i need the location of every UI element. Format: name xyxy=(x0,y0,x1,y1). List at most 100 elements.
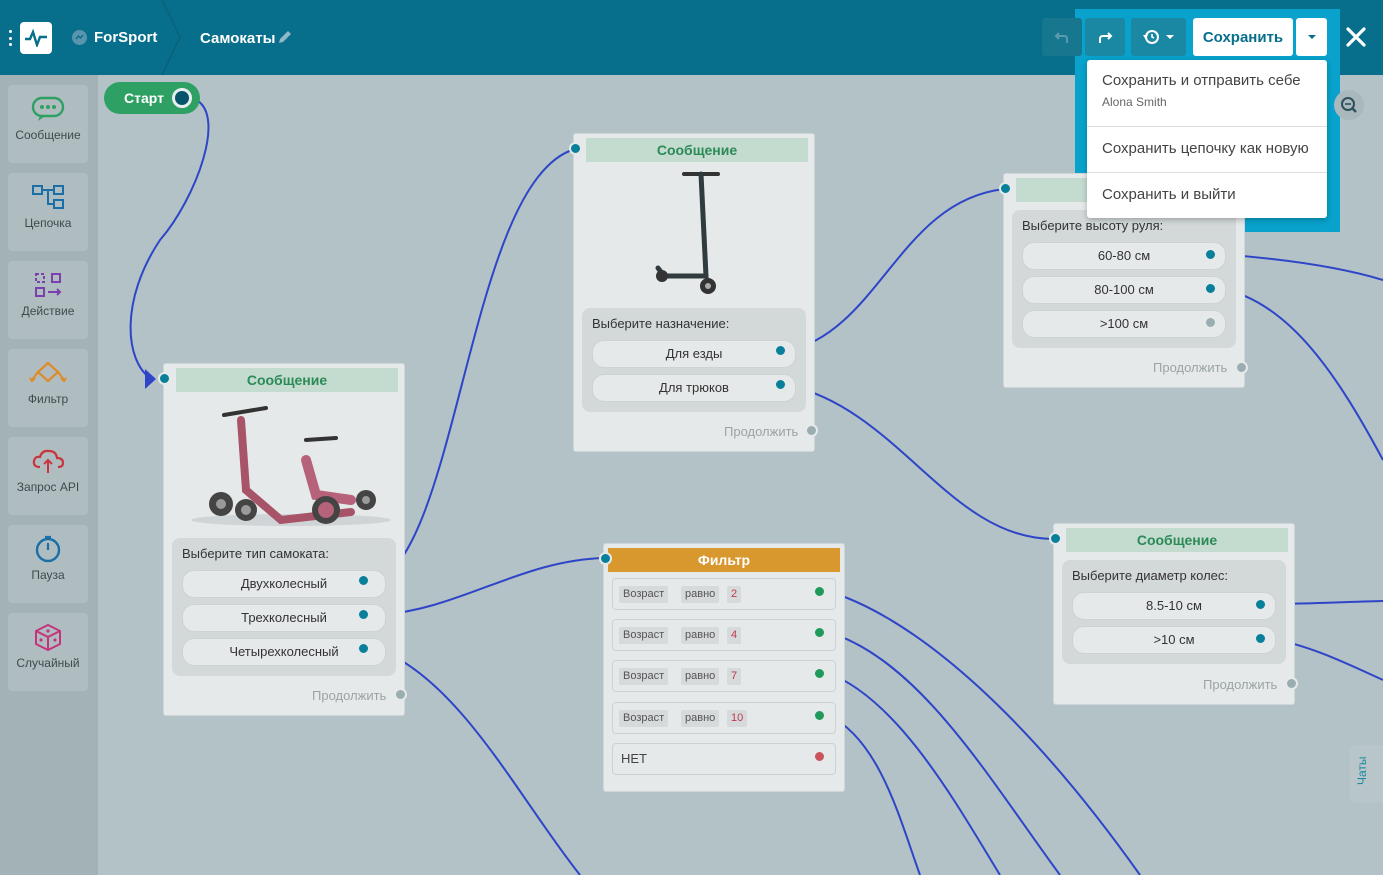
tool-label: Действие xyxy=(21,304,75,318)
question-label: Выберите тип самоката: xyxy=(182,546,330,561)
message-node-scooter-type[interactable]: Сообщение Выберите тип самоката: Двухкол… xyxy=(158,363,407,716)
save-button[interactable]: Сохранить xyxy=(1193,18,1293,56)
menu-divider xyxy=(1087,126,1327,127)
filter-condition-row[interactable]: Возраст равно 2 xyxy=(612,578,836,610)
menu-item-sublabel: Alona Smith xyxy=(1102,95,1167,109)
option-button[interactable]: Трехколесный xyxy=(182,604,386,632)
filter-condition-row[interactable]: Возраст равно 7 xyxy=(612,660,836,692)
option-port[interactable] xyxy=(357,608,370,621)
option-button[interactable]: 80-100 см xyxy=(1022,276,1226,304)
tool-random[interactable]: Случайный xyxy=(8,613,88,691)
continue-port[interactable] xyxy=(1235,361,1248,374)
option-port[interactable] xyxy=(1204,282,1217,295)
menu-item-save-and-exit[interactable]: Сохранить и выйти xyxy=(1102,186,1236,203)
menu-dots-icon[interactable] xyxy=(8,30,12,46)
tool-api-request[interactable]: Запрос API xyxy=(8,437,88,515)
tool-filter[interactable]: Фильтр xyxy=(8,349,88,427)
tool-message[interactable]: Сообщение xyxy=(8,85,88,163)
option-port[interactable] xyxy=(774,344,787,357)
search-icon xyxy=(1341,97,1357,113)
continue-label: Продолжить xyxy=(724,424,799,439)
history-button[interactable] xyxy=(1131,18,1186,56)
option-button[interactable]: Двухколесный xyxy=(182,570,386,598)
input-port[interactable] xyxy=(569,142,582,155)
option-button[interactable]: >10 см xyxy=(1072,626,1276,654)
option-port[interactable] xyxy=(1204,248,1217,261)
breadcrumb-separator xyxy=(161,0,181,75)
message-node-wheel-diameter[interactable]: Сообщение Выберите диаметр колес: 8.5-10… xyxy=(1049,523,1298,705)
continue-port[interactable] xyxy=(394,688,407,701)
option-port[interactable] xyxy=(1254,632,1267,645)
option-button[interactable]: 60-80 см xyxy=(1022,242,1226,270)
undo-button[interactable] xyxy=(1042,18,1082,56)
input-port[interactable] xyxy=(999,182,1012,195)
filter-condition-row[interactable]: Возраст равно 4 xyxy=(612,619,836,651)
arrow-into-node1 xyxy=(145,369,156,389)
close-icon[interactable] xyxy=(1343,24,1369,50)
zoom-search-button[interactable] xyxy=(1334,90,1364,120)
node-title: Сообщение xyxy=(1066,528,1288,552)
condition-field: Возраст xyxy=(619,627,669,644)
tool-label: Запрос API xyxy=(16,480,80,494)
edge-start-node1 xyxy=(129,97,210,379)
condition-value: 2 xyxy=(727,586,742,603)
chain-icon xyxy=(32,185,64,209)
save-options-menu: Сохранить и отправить себе Alona Smith С… xyxy=(1087,60,1327,218)
tool-pause[interactable]: Пауза xyxy=(8,525,88,603)
continue-port[interactable] xyxy=(805,424,818,437)
edge-node2-node4 xyxy=(787,384,1056,541)
continue-label: Продолжить xyxy=(1203,677,1278,692)
continue-label: Продолжить xyxy=(312,688,387,703)
menu-item-save-and-send[interactable]: Сохранить и отправить себе Alona Smith xyxy=(1087,72,1327,109)
input-port[interactable] xyxy=(1049,532,1062,545)
message-node-purpose[interactable]: Сообщение Выберите назначение: Для езды … xyxy=(569,133,818,452)
filter-icon xyxy=(29,361,67,383)
tool-label: Случайный xyxy=(16,656,80,670)
else-port[interactable] xyxy=(813,750,826,763)
option-button[interactable]: 8.5-10 см xyxy=(1072,592,1276,620)
edge-filter-2 xyxy=(827,631,1061,875)
option-button[interactable]: >100 см xyxy=(1022,310,1226,338)
condition-operator: равно xyxy=(681,586,720,603)
condition-port[interactable] xyxy=(813,709,826,722)
input-port[interactable] xyxy=(158,372,171,385)
chats-tab[interactable]: Чаты xyxy=(1350,745,1383,803)
else-label: НЕТ xyxy=(621,751,647,766)
filter-node-age[interactable]: Фильтр Возраст равно 2 Возраст равно 4 В… xyxy=(599,543,845,792)
condition-field: Возраст xyxy=(619,668,669,685)
condition-port[interactable] xyxy=(813,667,826,680)
option-port[interactable] xyxy=(1204,316,1217,329)
tool-action[interactable]: Действие xyxy=(8,261,88,339)
redo-button[interactable] xyxy=(1085,18,1125,56)
tool-label: Фильтр xyxy=(27,392,69,406)
save-options-button[interactable] xyxy=(1296,18,1327,56)
question-block: Выберите назначение: Для езды Для трюков xyxy=(582,308,806,412)
option-port[interactable] xyxy=(357,642,370,655)
continue-port[interactable] xyxy=(1285,677,1298,690)
option-button[interactable]: Четырехколесный xyxy=(182,638,386,666)
question-label: Выберите назначение: xyxy=(592,316,730,331)
scooter-image xyxy=(191,406,391,526)
option-port[interactable] xyxy=(1254,598,1267,611)
caret-down-icon xyxy=(1166,35,1174,39)
condition-value: 10 xyxy=(727,710,748,727)
history-icon xyxy=(1143,30,1159,44)
input-port[interactable] xyxy=(599,552,612,565)
option-button[interactable]: Для трюков xyxy=(592,374,796,402)
tool-chain[interactable]: Цепочка xyxy=(8,173,88,251)
option-port[interactable] xyxy=(357,574,370,587)
condition-port[interactable] xyxy=(813,585,826,598)
option-port[interactable] xyxy=(774,378,787,391)
option-button[interactable]: Для езды xyxy=(592,340,796,368)
start-port[interactable] xyxy=(172,88,192,108)
bot-name[interactable]: ForSport xyxy=(94,29,158,46)
filter-condition-row[interactable]: Возраст равно 10 xyxy=(612,702,836,734)
condition-port[interactable] xyxy=(813,626,826,639)
edge-filter-1 xyxy=(827,590,1141,875)
edge-node2-node3 xyxy=(787,188,1006,352)
filter-else-row[interactable]: НЕТ xyxy=(612,743,836,775)
pencil-icon[interactable] xyxy=(276,28,294,46)
pulse-icon[interactable] xyxy=(20,22,52,54)
menu-item-save-as-new[interactable]: Сохранить цепочку как новую xyxy=(1102,140,1309,157)
question-label: Выберите высоту руля: xyxy=(1022,218,1164,233)
